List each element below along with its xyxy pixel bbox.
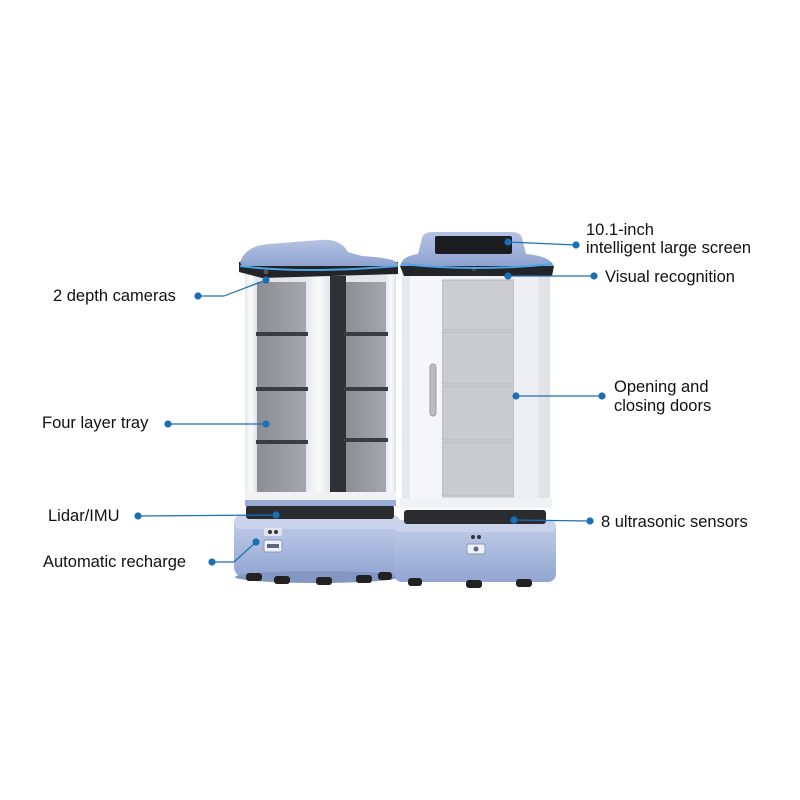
label-visual-recognition: Visual recognition [605,268,735,286]
label-doors-line1: Opening and [614,378,709,396]
right-robot-wheels [408,578,532,588]
callout-leaders [134,238,606,566]
label-ultrasonic-sensors: 8 ultrasonic sensors [601,513,748,531]
right-robot [394,232,556,588]
label-automatic-recharge: Automatic recharge [43,553,186,571]
callout-labels: 2 depth cameras Four layer tray Lidar/IM… [42,221,751,571]
label-lidar-imu: Lidar/IMU [48,507,120,525]
right-robot-trays [441,279,515,497]
left-robot-cap [239,239,399,278]
left-robot-trays [256,332,388,444]
label-doors-line2: closing doors [614,397,711,415]
screen-display [435,236,512,254]
right-robot-body [400,272,552,508]
right-robot-cap [400,232,554,276]
label-screen-line2: intelligent large screen [586,239,751,257]
left-robot-wheels [246,572,392,585]
right-robot-recharge-port [466,535,486,555]
door-handle [429,363,437,417]
left-robot-recharge-port [263,528,283,553]
label-depth-cameras: 2 depth cameras [53,287,176,305]
label-screen-line1: 10.1-inch [586,221,654,239]
left-robot [234,239,400,585]
left-robot-body [245,272,396,506]
label-four-layer-tray: Four layer tray [42,414,149,432]
